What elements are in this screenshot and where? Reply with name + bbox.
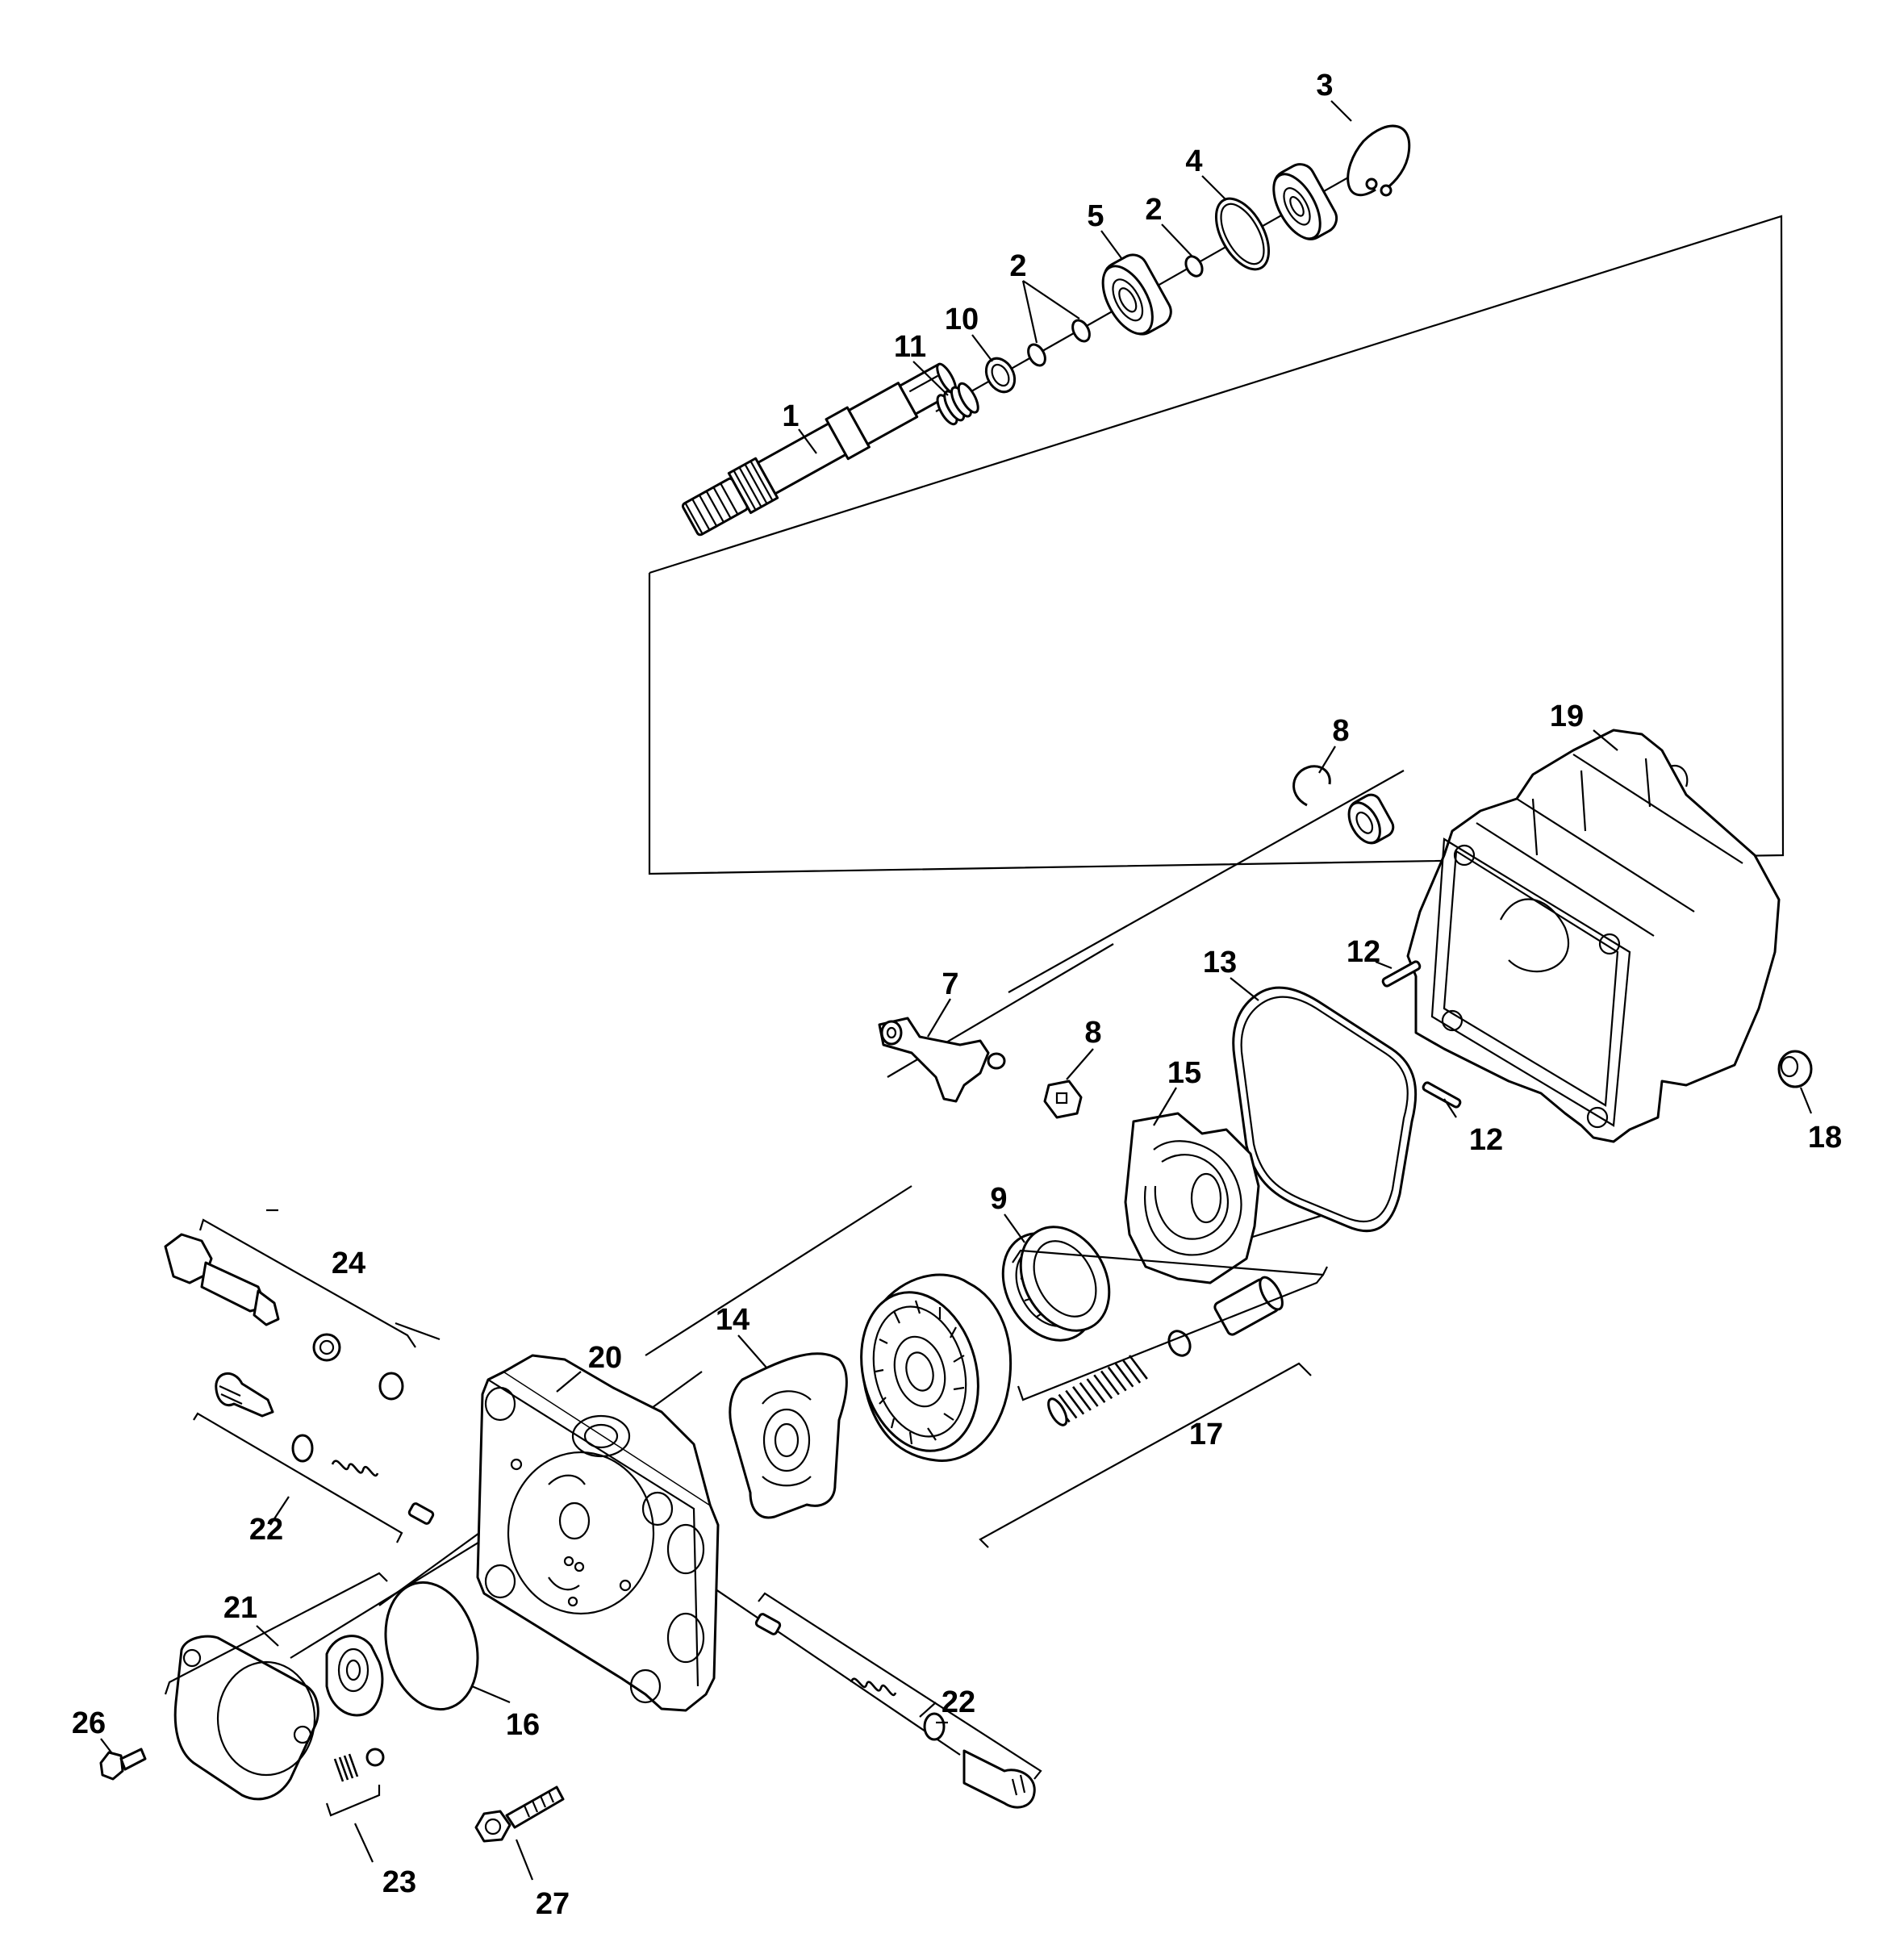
callout-12a: 12 xyxy=(1347,935,1380,969)
callout-10: 10 xyxy=(945,303,979,336)
spring-ball-23 xyxy=(333,1748,385,1782)
callout-20: 20 xyxy=(588,1341,622,1375)
cover-21 xyxy=(173,1635,384,1801)
axis-lines xyxy=(290,143,1409,1756)
washer-10 xyxy=(984,357,1017,394)
snap-ring-8-top xyxy=(1292,765,1331,807)
callout-16: 16 xyxy=(506,1708,540,1742)
bolt-26 xyxy=(99,1748,147,1781)
callout-2a: 2 xyxy=(1009,249,1026,283)
pins-12 xyxy=(1381,960,1462,1109)
valve-plate-14 xyxy=(729,1352,848,1519)
snap-rings-2 xyxy=(1027,255,1204,367)
spring-11 xyxy=(936,382,979,426)
callout-9: 9 xyxy=(990,1182,1007,1216)
drive-shaft xyxy=(681,362,958,537)
callout-4: 4 xyxy=(1185,144,1202,178)
lever-7 xyxy=(878,1017,1006,1103)
callout-2b: 2 xyxy=(1145,193,1162,227)
callout-3: 3 xyxy=(1316,69,1333,102)
check-valve-22-left xyxy=(215,1372,435,1525)
check-valve-22-right xyxy=(754,1613,1036,1809)
callout-12b: 12 xyxy=(1469,1123,1503,1157)
bearing-outer xyxy=(1272,163,1338,240)
end-cover-20 xyxy=(476,1354,720,1712)
needle-bearing xyxy=(1347,793,1395,845)
relief-valve-24 xyxy=(164,1233,404,1401)
cylinder-block xyxy=(860,1273,1013,1462)
callout-27: 27 xyxy=(536,1887,570,1921)
callout-24: 24 xyxy=(332,1247,365,1280)
callout-19: 19 xyxy=(1550,700,1584,733)
callout-22a: 22 xyxy=(249,1513,283,1547)
callout-22b: 22 xyxy=(942,1685,975,1719)
callout-8a: 8 xyxy=(1332,714,1349,748)
callout-14: 14 xyxy=(716,1303,749,1337)
swash-plate-15 xyxy=(1124,1112,1260,1284)
callout-1: 1 xyxy=(782,399,799,433)
callout-5: 5 xyxy=(1087,199,1104,233)
circlip-3 xyxy=(1347,124,1411,197)
o-ring-16 xyxy=(384,1581,479,1711)
pump-housing-19 xyxy=(1406,729,1781,1143)
callout-8b: 8 xyxy=(1084,1016,1101,1050)
callout-21: 21 xyxy=(223,1591,257,1625)
plug-18 xyxy=(1777,1050,1813,1088)
callout-7: 7 xyxy=(942,967,958,1001)
bolt-27 xyxy=(474,1785,565,1843)
callout-13: 13 xyxy=(1203,946,1237,979)
leader-lines xyxy=(100,100,1813,1881)
callout-labels: 1 2 2 3 4 5 7 8 8 9 10 11 12 12 13 14 15… xyxy=(72,69,1842,1921)
callout-17: 17 xyxy=(1189,1418,1223,1451)
callout-18: 18 xyxy=(1808,1121,1842,1155)
slide-block-8 xyxy=(1043,1080,1083,1119)
shaft-group-boundary xyxy=(648,215,1785,875)
callout-23: 23 xyxy=(382,1865,416,1899)
callout-15: 15 xyxy=(1167,1056,1201,1090)
callout-26: 26 xyxy=(72,1706,106,1740)
group-brackets xyxy=(164,1218,1328,1817)
bearing-5 xyxy=(1101,253,1172,336)
callout-11: 11 xyxy=(894,330,926,364)
o-ring-4 xyxy=(1214,197,1271,271)
gasket-13 xyxy=(1232,986,1418,1233)
